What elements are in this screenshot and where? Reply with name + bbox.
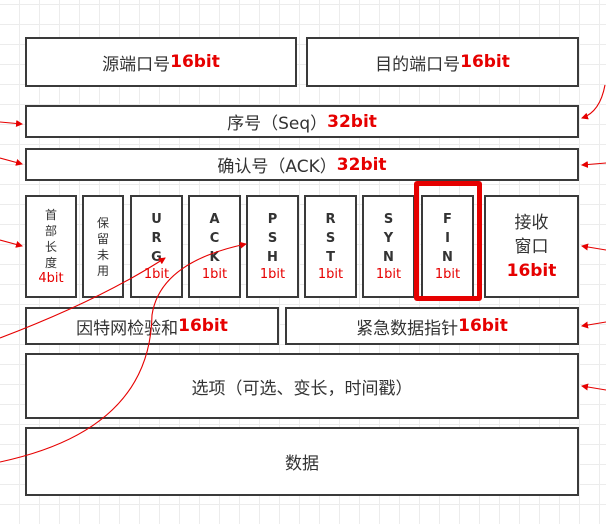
header-length-char: 度 (44, 255, 57, 270)
arrow-window-right (581, 243, 606, 251)
header-length-bits: 4bit (38, 270, 64, 286)
reserved-char: 保 (96, 215, 109, 230)
ack-flag-field: A C K 1bit (188, 195, 241, 298)
destination-port-bits: 16bit (460, 52, 510, 72)
data-label: 数据 (285, 454, 319, 474)
ack-number-bits: 32bit (336, 154, 387, 175)
fin-flag-field: F I N 1bit (421, 195, 474, 298)
arrow-options-right (581, 383, 606, 391)
flag-letter: F (443, 212, 452, 227)
ack-number-label: 确认号（ACK） (217, 157, 337, 177)
header-length-char: 部 (44, 223, 57, 238)
flag-letter: Y (383, 231, 394, 246)
receive-window-line1: 接收 (514, 212, 549, 233)
receive-window-line2: 窗口 (514, 236, 549, 257)
header-length-char: 首 (44, 207, 57, 222)
flag-letter: S (267, 231, 278, 246)
destination-port-label: 目的端口号 (375, 54, 461, 75)
flag-letter: T (326, 250, 335, 265)
source-port-bits: 16bit (170, 52, 220, 72)
arrow-seq-right (581, 84, 606, 120)
flag-bits: 1bit (259, 267, 286, 282)
arrow-seq-left (0, 119, 23, 127)
reserved-field: 保 留 未 用 (82, 195, 124, 298)
flag-letter: S (383, 212, 394, 227)
ack-number-field: 确认号（ACK）32bit (25, 148, 579, 181)
urgent-pointer-bits: 16bit (458, 316, 508, 336)
flag-bits: 1bit (317, 267, 344, 282)
receive-window-field: 接收 窗口 16bit (484, 195, 579, 298)
flag-bits: 1bit (375, 267, 402, 282)
reserved-char: 用 (96, 263, 109, 278)
flag-letter: H (267, 250, 278, 265)
flag-letter: S (325, 231, 336, 246)
flag-letter: G (151, 250, 162, 265)
flag-letter: I (445, 231, 450, 246)
psh-flag-field: P S H 1bit (246, 195, 299, 298)
flag-letter: U (151, 212, 162, 227)
arrow-urgent-right (581, 321, 606, 329)
fin-highlight-frame (414, 181, 482, 301)
flag-bits: 1bit (434, 267, 461, 282)
sequence-number-label: 序号（Seq） (227, 114, 328, 134)
flag-letter: C (209, 231, 220, 246)
flag-letter: N (383, 250, 394, 265)
options-label: 选项（可选、变长，时间戳） (191, 378, 413, 399)
flag-letter: N (442, 250, 453, 265)
checksum-label: 因特网检验和 (76, 318, 179, 339)
rst-flag-field: R S T 1bit (304, 195, 357, 298)
flag-letter: A (209, 212, 220, 227)
urgent-pointer-label: 紧急数据指针 (356, 318, 459, 339)
source-port-label: 源端口号 (102, 54, 171, 75)
options-field: 选项（可选、变长，时间戳） (25, 353, 579, 419)
arrow-ack-left (0, 157, 23, 166)
reserved-char: 未 (96, 247, 109, 262)
flag-letter: P (267, 212, 278, 227)
urg-flag-field: U R G 1bit (130, 195, 183, 298)
flag-bits: 1bit (143, 267, 170, 282)
receive-window-bits: 16bit (506, 260, 557, 281)
sequence-number-field: 序号（Seq）32bit (25, 105, 579, 138)
data-field: 数据 (25, 427, 579, 496)
arrow-ack-right (581, 161, 606, 168)
flag-letter: K (209, 250, 220, 265)
reserved-char: 留 (96, 231, 109, 246)
header-length-field: 首 部 长 度 4bit (25, 195, 77, 298)
header-length-char: 长 (44, 239, 57, 254)
flag-letter: R (151, 231, 162, 246)
syn-flag-field: S Y N 1bit (362, 195, 415, 298)
flag-bits: 1bit (201, 267, 228, 282)
flag-letter: R (325, 212, 336, 227)
arrow-headerlen-left (0, 239, 23, 248)
sequence-number-bits: 32bit (327, 111, 377, 132)
checksum-bits: 16bit (178, 316, 228, 336)
